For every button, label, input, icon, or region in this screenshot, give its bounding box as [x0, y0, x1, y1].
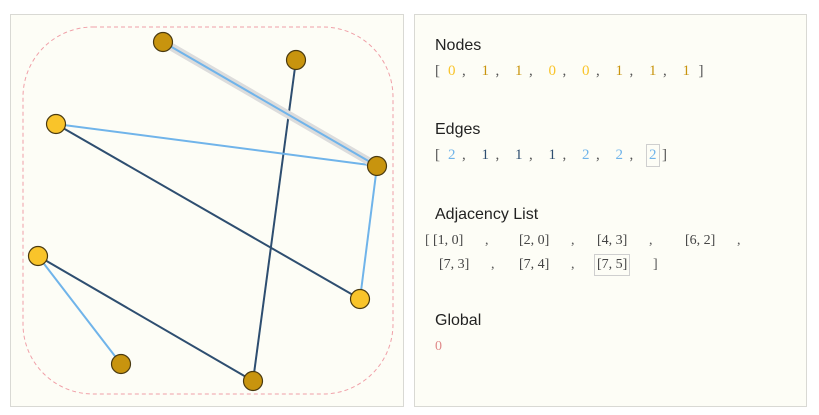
bracket: [: [435, 147, 440, 163]
node-4[interactable]: [349, 288, 371, 310]
bracket: ]: [653, 257, 658, 272]
global-value: 0: [435, 339, 442, 354]
edge-7-3[interactable]: [55, 123, 378, 167]
separator: ,: [571, 233, 575, 248]
separator: ,: [562, 147, 567, 163]
separator: ,: [529, 147, 533, 163]
edges-title: Edges: [435, 121, 481, 138]
node-3[interactable]: [45, 113, 67, 135]
node-value-1[interactable]: 1: [481, 63, 490, 79]
separator: ,: [629, 63, 634, 79]
nodes-title: Nodes: [435, 37, 482, 54]
node-6[interactable]: [285, 49, 307, 71]
adjacency-pair-4[interactable]: [7, 3]: [439, 257, 470, 272]
adjacency-pair-6[interactable]: [7, 5]: [593, 254, 631, 276]
node-5[interactable]: [152, 31, 174, 53]
edge-2-0[interactable]: [37, 255, 254, 382]
adjacency-pair-1[interactable]: [2, 0]: [519, 233, 550, 248]
node-value-0[interactable]: 0: [448, 63, 456, 79]
separator: ,: [596, 147, 600, 163]
separator: ,: [571, 257, 575, 272]
separator: ,: [596, 63, 600, 79]
separator: ,: [495, 147, 500, 163]
edge-value-0[interactable]: 2: [448, 147, 456, 163]
edge-layer: [37, 38, 381, 382]
bracket: ]: [662, 147, 667, 163]
separator: ,: [649, 233, 653, 248]
edge-value-5[interactable]: 2: [615, 147, 624, 163]
separator: ,: [562, 63, 567, 79]
edge-7-5[interactable]: [162, 41, 378, 167]
node-0[interactable]: [27, 245, 49, 267]
graph-panel: [10, 14, 404, 407]
node-value-4[interactable]: 0: [582, 63, 590, 79]
bracket: ]: [698, 63, 704, 79]
edge-value-6[interactable]: 2: [646, 144, 660, 167]
graph-canvas: [22, 26, 394, 395]
separator: ,: [491, 257, 495, 272]
global-title: Global: [435, 312, 482, 329]
adjacency-pair-2[interactable]: [4, 3]: [597, 233, 628, 248]
node-1[interactable]: [110, 353, 132, 375]
node-2[interactable]: [242, 370, 264, 392]
separator: ,: [462, 147, 466, 163]
edge-value-1[interactable]: 1: [481, 147, 490, 163]
node-layer: [27, 31, 388, 392]
node-value-6[interactable]: 1: [649, 63, 657, 79]
info-panel: Nodes [0, 1, 1, 0, 0, 1, 1, 1] Edges [2, 1, 1, 1, 2…: [414, 14, 807, 407]
adjacency-list: [[1, 0], [2, 0], [4, 3], [6, 2], [7, 3], [7, …: [425, 233, 795, 279]
node-value-3[interactable]: 0: [548, 63, 557, 79]
adjacency-title: Adjacency List: [435, 206, 539, 223]
edge-1-0[interactable]: [37, 255, 122, 365]
adjacency-pair-3[interactable]: [6, 2]: [685, 233, 716, 248]
edges-array: [2, 1, 1, 1, 2, 2, 2]: [435, 144, 795, 169]
adjacency-pair-5[interactable]: [7, 4]: [519, 257, 550, 272]
edge-value-3[interactable]: 1: [548, 147, 557, 163]
adjacency-pair-0[interactable]: [1, 0]: [433, 233, 464, 248]
hull-outline: [22, 26, 394, 395]
separator: ,: [485, 233, 489, 248]
edge-4-3[interactable]: [55, 123, 361, 300]
separator: ,: [495, 63, 500, 79]
node-value-5[interactable]: 1: [615, 63, 624, 79]
separator: ,: [529, 63, 533, 79]
node-7[interactable]: [366, 155, 388, 177]
separator: ,: [663, 63, 667, 79]
edge-7-4[interactable]: [359, 165, 378, 300]
edge-value-4[interactable]: 2: [582, 147, 590, 163]
node-value-2[interactable]: 1: [515, 63, 523, 79]
edge-value-2[interactable]: 1: [515, 147, 523, 163]
separator: ,: [629, 147, 634, 163]
separator: ,: [462, 63, 466, 79]
bracket: [: [425, 233, 430, 248]
nodes-array: [0, 1, 1, 0, 0, 1, 1, 1]: [435, 63, 795, 85]
node-value-7[interactable]: 1: [682, 63, 691, 79]
separator: ,: [737, 233, 741, 248]
bracket: [: [435, 63, 440, 79]
